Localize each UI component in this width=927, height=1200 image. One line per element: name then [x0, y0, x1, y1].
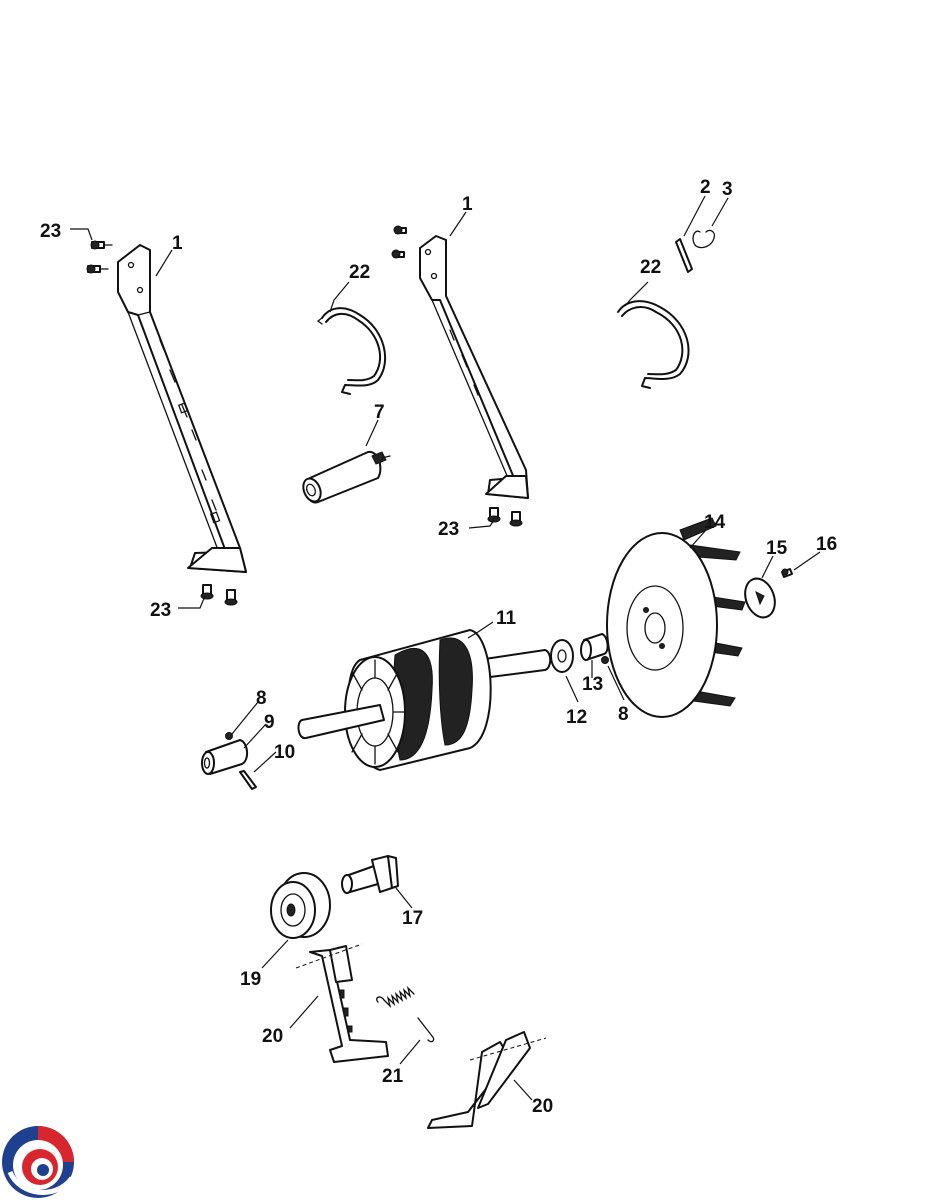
callout-12: 12 [566, 707, 587, 728]
callout-numbers: 23 1 23 22 7 1 23 22 2 3 14 15 16 11 12 … [40, 177, 837, 1117]
callout-17: 17 [402, 908, 423, 929]
retainer-plate [744, 568, 793, 619]
callout-14: 14 [704, 512, 726, 533]
callout-8-right: 8 [618, 704, 629, 725]
callout-9: 9 [264, 712, 275, 733]
callout-23-middle: 23 [438, 519, 459, 540]
callout-2: 2 [700, 177, 711, 198]
callout-19: 19 [240, 969, 261, 990]
motor-strap-left [316, 307, 387, 395]
idler-bracket-upper [295, 943, 389, 1063]
callout-22-left: 22 [349, 262, 370, 283]
screws-23-top-left [86, 240, 113, 274]
callout-1-left: 1 [172, 233, 183, 254]
blower-wheel [606, 517, 746, 718]
callout-10: 10 [274, 742, 295, 763]
callout-13: 13 [582, 674, 603, 695]
leader-lines [70, 195, 821, 1101]
screws-near-middle-bracket [391, 225, 407, 259]
callout-11: 11 [496, 608, 517, 629]
callout-16: 16 [816, 534, 837, 555]
screws-23-middle [487, 507, 523, 527]
electric-motor [297, 629, 552, 771]
pulley-shaft [341, 855, 399, 894]
callout-21: 21 [382, 1066, 404, 1087]
middle-mounting-bracket [419, 235, 529, 499]
callout-7: 7 [374, 402, 385, 423]
left-mounting-bracket [117, 244, 247, 573]
bushing-set-left [201, 732, 257, 790]
motor-strap-right [617, 300, 690, 389]
callout-8-left: 8 [256, 688, 267, 709]
callout-15: 15 [766, 538, 788, 559]
callout-1-middle: 1 [462, 194, 473, 215]
washer-collar-set [550, 633, 609, 673]
idler-bracket-lower [427, 1031, 547, 1129]
callout-3: 3 [722, 179, 733, 200]
callout-23-bottom-left: 23 [150, 600, 171, 621]
tension-spring [376, 985, 435, 1043]
pin-and-clip [675, 229, 716, 273]
brand-logo-icon [2, 1126, 75, 1198]
callout-20-upper: 20 [262, 1026, 283, 1047]
screws-23-bottom-left [200, 584, 238, 606]
callout-22-right: 22 [640, 257, 661, 278]
callout-20-lower: 20 [532, 1096, 553, 1117]
capacitor [302, 450, 391, 504]
idler-pulley [270, 872, 331, 939]
callout-23-top-left: 23 [40, 221, 61, 242]
